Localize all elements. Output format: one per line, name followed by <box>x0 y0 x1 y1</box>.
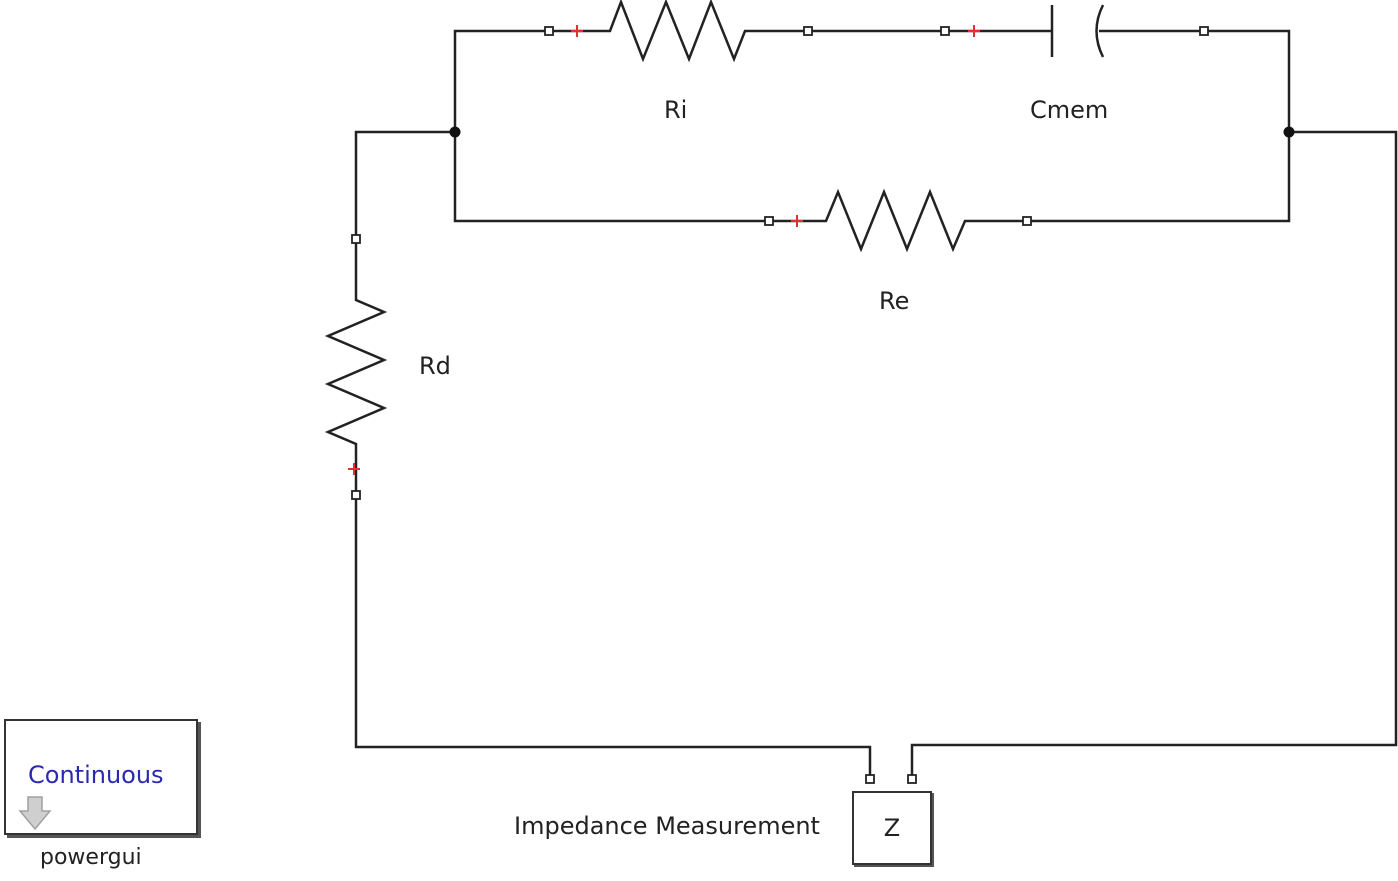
re-label: Re <box>879 287 910 315</box>
junction-right <box>1283 126 1295 138</box>
port-cmem-left <box>940 26 950 36</box>
rd-label: Rd <box>419 352 451 380</box>
capacitor-plate-curved <box>1095 4 1105 58</box>
wire-top-left <box>453 29 546 132</box>
cmem-label: Cmem <box>1030 96 1109 124</box>
powergui-label: powergui <box>40 845 142 870</box>
port-rd-top <box>351 234 361 244</box>
powergui-block[interactable]: Continuous <box>4 719 198 835</box>
port-rd-bottom <box>351 490 361 500</box>
resistor-ri <box>552 0 806 63</box>
resistor-re <box>772 188 1025 253</box>
powergui-mode-text: Continuous <box>28 761 164 789</box>
down-arrow-icon <box>18 796 52 831</box>
junction-left <box>449 126 461 138</box>
port-ri-right <box>803 26 813 36</box>
impedance-measurement-block[interactable]: Z <box>852 791 932 865</box>
resistor-rd <box>324 242 388 492</box>
port-re-left <box>764 216 774 226</box>
polarity-markers <box>348 25 980 475</box>
port-ri-left <box>544 26 554 36</box>
wire-rd-top <box>354 130 455 236</box>
wire-top-right <box>1207 29 1291 132</box>
port-cmem-right <box>1199 26 1209 36</box>
ri-label: Ri <box>664 96 688 124</box>
wire-mid-right <box>1030 132 1291 223</box>
port-z-right <box>907 774 917 784</box>
wire-mid-left <box>453 132 766 223</box>
impedance-measurement-label: Impedance Measurement <box>514 812 820 840</box>
wire-right-return <box>910 130 1398 776</box>
port-z-left <box>865 774 875 784</box>
port-re-right <box>1022 216 1032 226</box>
wire-rd-bottom <box>354 498 872 776</box>
impedance-symbol: Z <box>883 814 901 842</box>
